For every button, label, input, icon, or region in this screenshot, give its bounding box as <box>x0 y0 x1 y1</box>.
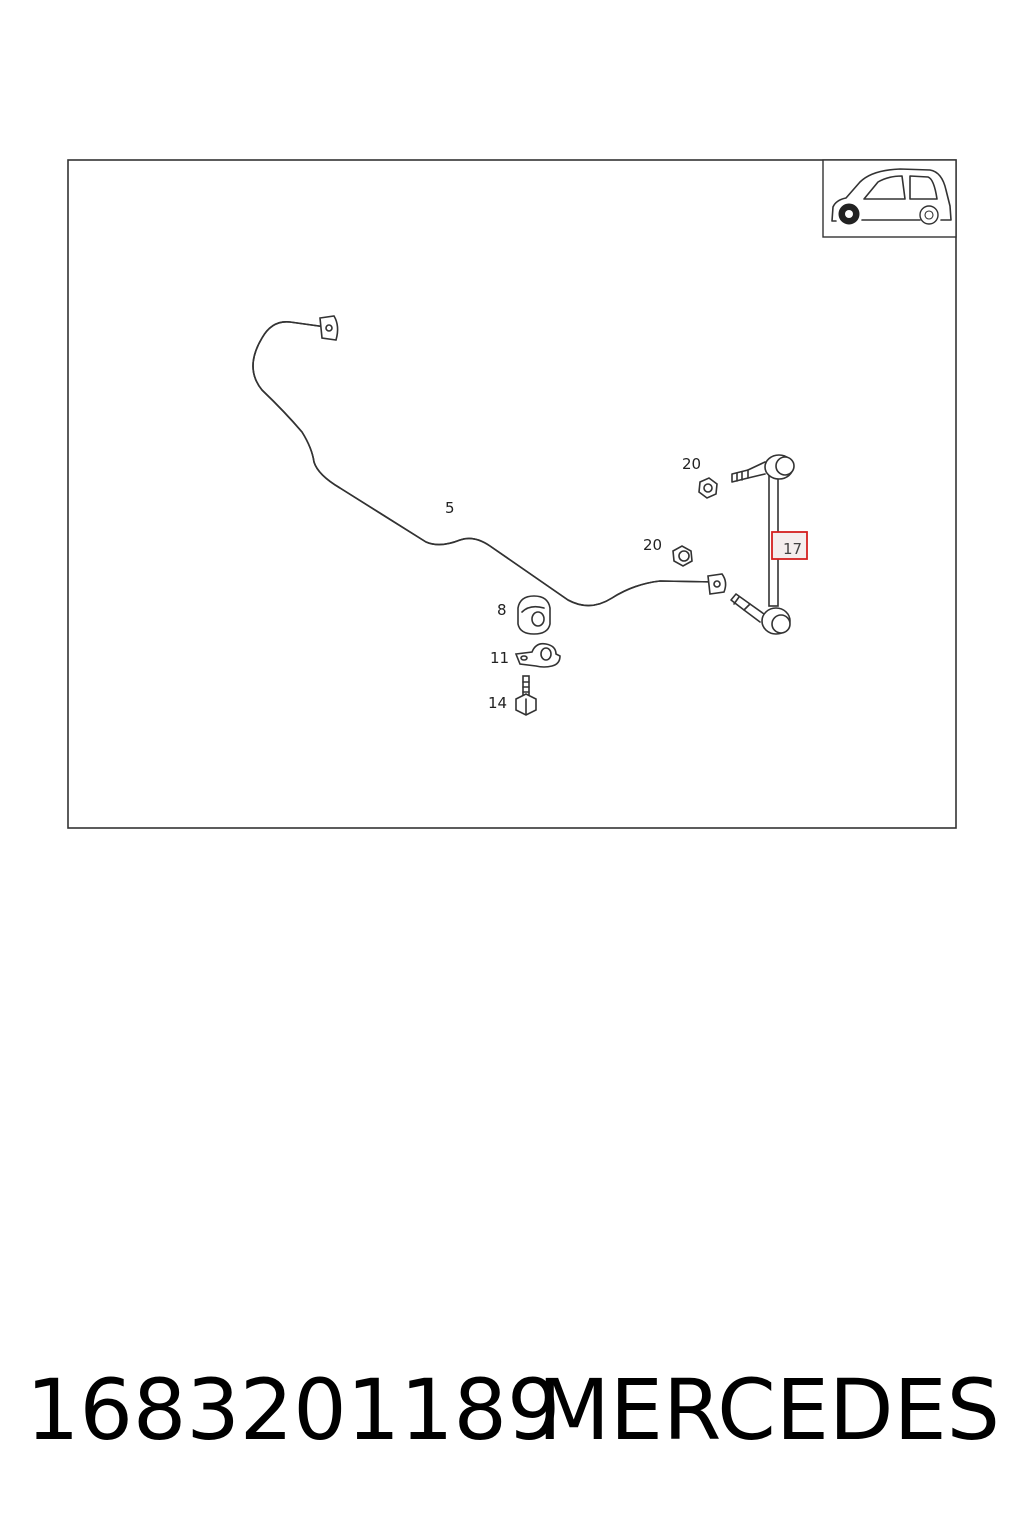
bolt <box>515 675 537 716</box>
callout-20-upper: 20 <box>682 455 701 473</box>
callout-14: 14 <box>488 694 507 712</box>
vehicle-thumbnail <box>822 159 957 238</box>
callout-20-lower: 20 <box>643 536 662 554</box>
diagram-frame <box>67 159 957 829</box>
bushing <box>517 595 551 635</box>
callout-17: 17 <box>783 540 802 558</box>
highlight-box <box>771 531 808 560</box>
nut-upper <box>698 477 718 499</box>
brand-name: MERCEDES <box>537 1361 1000 1459</box>
bracket <box>514 642 561 668</box>
part-number: 1683201189 <box>26 1361 561 1459</box>
nut-lower <box>672 545 693 567</box>
stabilizer-bar <box>252 315 727 607</box>
callout-11: 11 <box>490 649 509 667</box>
callout-8: 8 <box>497 601 507 619</box>
car-icon <box>831 168 952 222</box>
callout-5: 5 <box>445 499 455 517</box>
